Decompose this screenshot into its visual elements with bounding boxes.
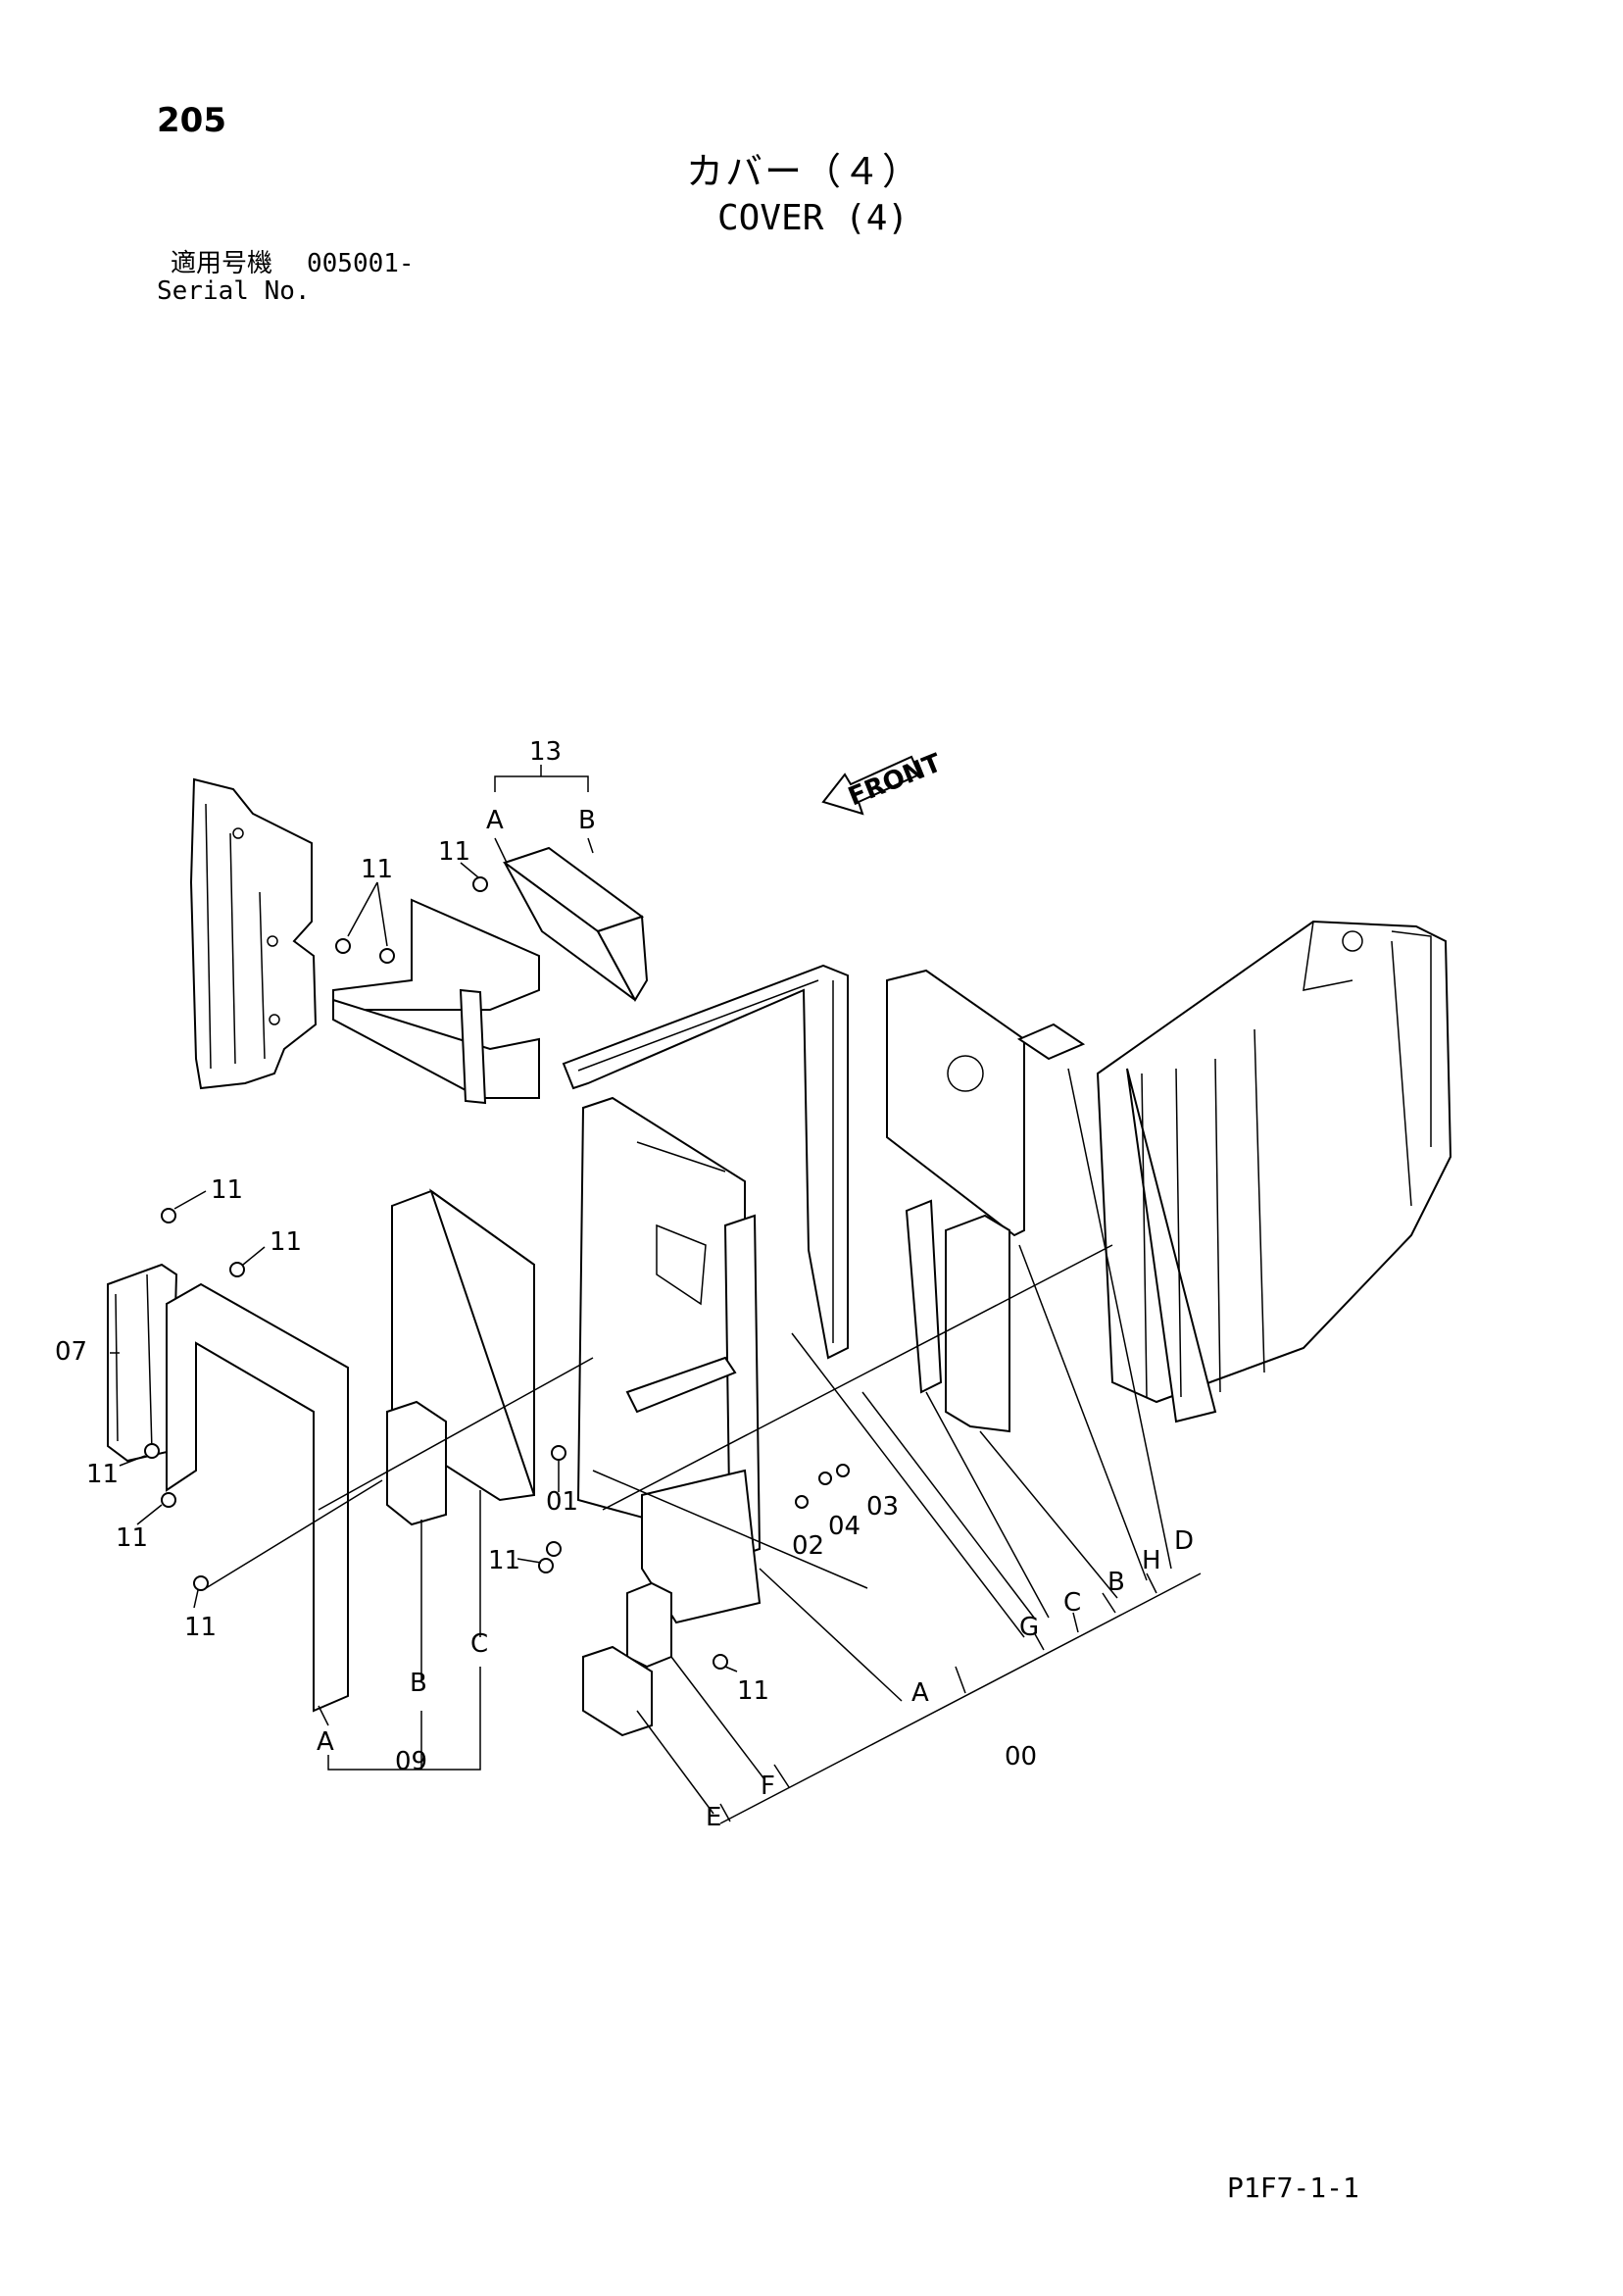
serial-label-japanese: 適用号機: [171, 249, 273, 278]
bolt-icon: [538, 1541, 562, 1573]
callout-01: 01: [546, 1487, 578, 1517]
bolt-icon: [229, 1262, 245, 1277]
callout-04: 04: [828, 1512, 861, 1541]
callout-13b: B: [578, 806, 596, 835]
front-label: FRONT: [844, 748, 946, 812]
serial-label-english: Serial No.: [157, 276, 311, 306]
bolt-icon: [472, 876, 488, 892]
callout-00f: F: [761, 1772, 775, 1801]
vertical-seal-pads: [905, 1199, 1010, 1433]
page-title-japanese: カバー（４）: [686, 150, 922, 193]
callout-labels: 13 A B 11 11 11 11 07 11 11 11 01 11 02 …: [55, 737, 1194, 1832]
front-cover-09a: [166, 1282, 349, 1713]
callout-13: 13: [529, 737, 562, 767]
callout-11-b: 11: [438, 837, 470, 867]
bolt-icon: [193, 1575, 209, 1591]
callout-11-h: 11: [488, 1546, 520, 1575]
side-cover-with-hole: [886, 969, 1025, 1237]
upper-bracket-tray: [332, 898, 540, 1105]
callout-00a: A: [911, 1678, 929, 1708]
seal-block-f: [626, 1581, 672, 1669]
callout-09c: C: [470, 1629, 488, 1659]
callout-00e: E: [706, 1803, 721, 1832]
callout-11-g: 11: [184, 1613, 217, 1642]
page-number: 205: [157, 101, 226, 140]
callout-11-c: 11: [211, 1175, 243, 1205]
callout-00h: H: [1142, 1546, 1161, 1575]
bolt-icon: [551, 1445, 566, 1461]
callout-09: 09: [395, 1747, 427, 1776]
bolt-icon: [144, 1443, 160, 1459]
drawing-code: P1F7-1-1: [1227, 2171, 1359, 2204]
page-title-english: COVER (4): [717, 198, 910, 238]
callout-11-a: 11: [361, 855, 393, 884]
callout-11-e: 11: [86, 1460, 119, 1489]
callout-09b: B: [410, 1669, 427, 1698]
callout-00c: C: [1063, 1588, 1081, 1618]
long-l-frame: [562, 964, 849, 1360]
small-seal: [1016, 1023, 1086, 1061]
callout-07: 07: [55, 1337, 87, 1367]
bolt-icon: [161, 1208, 176, 1223]
alignment-lines: [205, 1244, 1113, 1589]
callout-09a: A: [317, 1727, 334, 1757]
left-frame-panel: [189, 777, 318, 1090]
callout-11-d: 11: [270, 1227, 302, 1257]
bolt-icon: [713, 1654, 728, 1670]
callout-00b: B: [1107, 1568, 1125, 1597]
front-direction-arrow: FRONT: [821, 748, 946, 816]
bolt-markers: [144, 876, 850, 1670]
bolt-icon: [795, 1464, 850, 1509]
callout-00d: D: [1174, 1526, 1194, 1556]
callout-03: 03: [866, 1492, 899, 1522]
radiator-assembly: [1096, 920, 1452, 1423]
lower-support-plate: [641, 1469, 762, 1624]
cover-pad-09b: [386, 1400, 447, 1526]
center-partition-plate: [576, 1096, 746, 1531]
callout-00: 00: [1005, 1742, 1037, 1772]
callout-11-i: 11: [737, 1676, 769, 1706]
callout-11-f: 11: [116, 1523, 148, 1553]
serial-number-range: 005001-: [307, 249, 415, 278]
bolt-icon: [161, 1492, 176, 1508]
seal-pad-13: [502, 846, 649, 1003]
seal-block-e: [582, 1645, 653, 1737]
callout-02: 02: [792, 1531, 824, 1561]
leader-lines: [110, 765, 1202, 1824]
callout-00g: G: [1019, 1613, 1039, 1642]
bolt-icon: [335, 938, 395, 964]
callout-13a: A: [486, 806, 504, 835]
